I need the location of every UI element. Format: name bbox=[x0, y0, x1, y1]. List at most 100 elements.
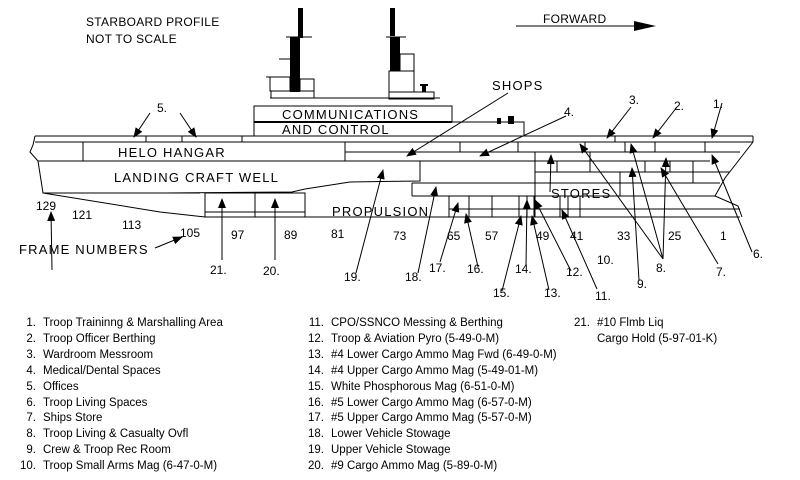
legend-item-number: 21. bbox=[574, 317, 590, 329]
legend-item-number: 8. bbox=[26, 428, 36, 441]
callout-21: 21. bbox=[210, 263, 227, 277]
legend-item-number: 9. bbox=[26, 444, 36, 457]
legend-item-text: Troop & Aviation Pyro (5-49-0-M) bbox=[331, 332, 500, 345]
communications-label-line2: AND CONTROL bbox=[282, 122, 390, 137]
legend-item-text: CPO/SSNCO Messing & Berthing bbox=[331, 317, 503, 329]
legend-item: 9. Crew & Troop Rec Room bbox=[14, 443, 223, 459]
legend-item: 20.#9 Cargo Ammo Mag (5-89-0-M) bbox=[302, 459, 557, 475]
legend-item-text: #9 Cargo Ammo Mag (5-89-0-M) bbox=[331, 460, 498, 473]
frame-number: 121 bbox=[72, 208, 92, 222]
legend-item-number: 4. bbox=[26, 364, 36, 377]
legend-item-text: #4 Lower Cargo Ammo Mag Fwd (6-49-0-M) bbox=[331, 348, 557, 361]
callout-14: 14. bbox=[515, 262, 532, 276]
callout-2: 2. bbox=[674, 99, 684, 113]
legend-item-number: 17. bbox=[308, 412, 324, 425]
legend-item: 17. #5 Upper Cargo Ammo Mag (5-57-0-M) bbox=[302, 411, 557, 427]
frame-number: 105 bbox=[180, 226, 200, 240]
legend-item-number: 12. bbox=[308, 332, 324, 345]
frame-number: 73 bbox=[393, 229, 407, 243]
frame-number: 89 bbox=[284, 228, 298, 242]
hull-outline bbox=[29, 135, 754, 218]
stores-label: STORES bbox=[551, 186, 611, 201]
callout-5: 5. bbox=[157, 101, 167, 115]
legend-item-number: 15. bbox=[308, 380, 324, 393]
mast-fwd bbox=[386, 8, 435, 100]
legend-item-text: #5 Lower Cargo Ammo Mag (6-57-0-M) bbox=[331, 396, 532, 409]
legend-item-text: Lower Vehicle Stowage bbox=[331, 428, 451, 441]
legend-item-number: 5. bbox=[26, 380, 36, 393]
mast-aft bbox=[266, 8, 315, 99]
legend-item: 16. #5 Lower Cargo Ammo Mag (6-57-0-M) bbox=[302, 396, 557, 412]
legend-item: 11. CPO/SSNCO Messing & Berthing bbox=[302, 316, 557, 332]
legend-item-number: 2. bbox=[26, 332, 36, 345]
legend-item-number: 19. bbox=[308, 444, 324, 457]
legend-item: 15. White Phosphorous Mag (6-51-0-M) bbox=[302, 380, 557, 396]
legend-item-text: Troop Living Spaces bbox=[43, 396, 148, 409]
frame-number: 49 bbox=[536, 229, 550, 243]
helo-hangar-label: HELO HANGAR bbox=[118, 145, 226, 160]
legend-item: 10.Troop Small Arms Mag (6-47-0-M) bbox=[14, 459, 223, 475]
legend-item-number: 6. bbox=[26, 396, 36, 409]
legend-item: 2. Troop Officer Berthing bbox=[14, 332, 223, 348]
callout-11: 11. bbox=[595, 289, 611, 303]
legend-item: 14.#4 Upper Cargo Ammo Mag (5-49-01-M) bbox=[302, 364, 557, 380]
frame-number: 97 bbox=[231, 228, 245, 242]
callout-16: 16. bbox=[467, 262, 484, 276]
legend-item-text: Offices bbox=[43, 380, 79, 393]
legend-item-text: White Phosphorous Mag (6-51-0-M) bbox=[331, 380, 515, 393]
callout-4: 4. bbox=[564, 105, 574, 119]
callout-13: 13. bbox=[544, 286, 561, 300]
legend-item-number: 1. bbox=[26, 317, 36, 329]
shops-label: SHOPS bbox=[492, 78, 544, 93]
callout-7: 7. bbox=[716, 265, 726, 279]
callout-3: 3. bbox=[629, 93, 639, 107]
landing-craft-well-label: LANDING CRAFT WELL bbox=[114, 170, 279, 185]
frame-number: 65 bbox=[447, 229, 461, 243]
legend-item: 18.Lower Vehicle Stowage bbox=[302, 427, 557, 443]
legend-item-text: Troop Traininng & Marshalling Area bbox=[43, 317, 223, 329]
legend-item-text: Ships Store bbox=[43, 412, 103, 425]
communications-label-line1: COMMUNICATIONS bbox=[282, 107, 419, 122]
legend-item-text: Troop Officer Berthing bbox=[43, 332, 156, 345]
legend-item: 7. Ships Store bbox=[14, 411, 223, 427]
legend-item-number: 16. bbox=[308, 396, 324, 409]
legend-item: 6. Troop Living Spaces bbox=[14, 396, 223, 412]
diagram-title-line2: NOT TO SCALE bbox=[86, 32, 177, 46]
legend-item: 1. Troop Traininng & Marshalling Area bbox=[14, 316, 223, 332]
legend-item-number: 13. bbox=[308, 348, 324, 361]
frame-number: 129 bbox=[36, 199, 56, 213]
callout-6: 6. bbox=[753, 247, 763, 261]
legend-item: 8. Troop Living & Casualty Ovfl bbox=[14, 427, 223, 443]
legend-item: 13. #4 Lower Cargo Ammo Mag Fwd (6-49-0-M… bbox=[302, 348, 557, 364]
frame-number: 33 bbox=[617, 229, 631, 243]
legend-item-number: 11. bbox=[308, 317, 324, 329]
frame-number: 25 bbox=[668, 229, 682, 243]
legend-item: 12. Troop & Aviation Pyro (5-49-0-M) bbox=[302, 332, 557, 348]
callout-20: 20. bbox=[263, 264, 280, 278]
frame-number: 57 bbox=[485, 229, 499, 243]
legend-item-text: Troop Living & Casualty Ovfl bbox=[43, 428, 189, 441]
callout-9: 9. bbox=[637, 277, 647, 291]
frame-number: 81 bbox=[331, 227, 345, 241]
legend-item-text: #10 Flmb Liq bbox=[597, 317, 664, 329]
callout-15: 15. bbox=[493, 286, 510, 300]
legend-item-text: Troop Small Arms Mag (6-47-0-M) bbox=[43, 460, 218, 473]
legend-item-text: #4 Upper Cargo Ammo Mag (5-49-01-M) bbox=[331, 364, 539, 377]
diagram-title-line1: STARBOARD PROFILE bbox=[86, 15, 220, 29]
legend-item-number: 3. bbox=[26, 348, 36, 361]
legend-item-continuation: Cargo Hold (5-97-01-K) bbox=[597, 332, 718, 345]
legend-item-number: 7. bbox=[26, 412, 36, 425]
legend-item: 3.Wardroom Messroom bbox=[14, 348, 223, 364]
forward-label: FORWARD bbox=[543, 12, 606, 26]
callout-17: 17. bbox=[429, 261, 446, 275]
legend-item-text: Crew & Troop Rec Room bbox=[43, 444, 171, 457]
legend-item-text: #5 Upper Cargo Ammo Mag (5-57-0-M) bbox=[331, 412, 532, 425]
callout-1: 1. bbox=[713, 97, 723, 111]
frame-number: 1 bbox=[720, 229, 727, 243]
legend-item: 4.Medical/Dental Spaces bbox=[14, 364, 223, 380]
callout-18: 18. bbox=[405, 270, 422, 284]
legend-column-2: 11. CPO/SSNCO Messing & Berthing 12. Troop … bbox=[302, 316, 557, 475]
callout-8: 8. bbox=[656, 261, 666, 275]
legend-item-text: Upper Vehicle Stowage bbox=[331, 444, 451, 457]
